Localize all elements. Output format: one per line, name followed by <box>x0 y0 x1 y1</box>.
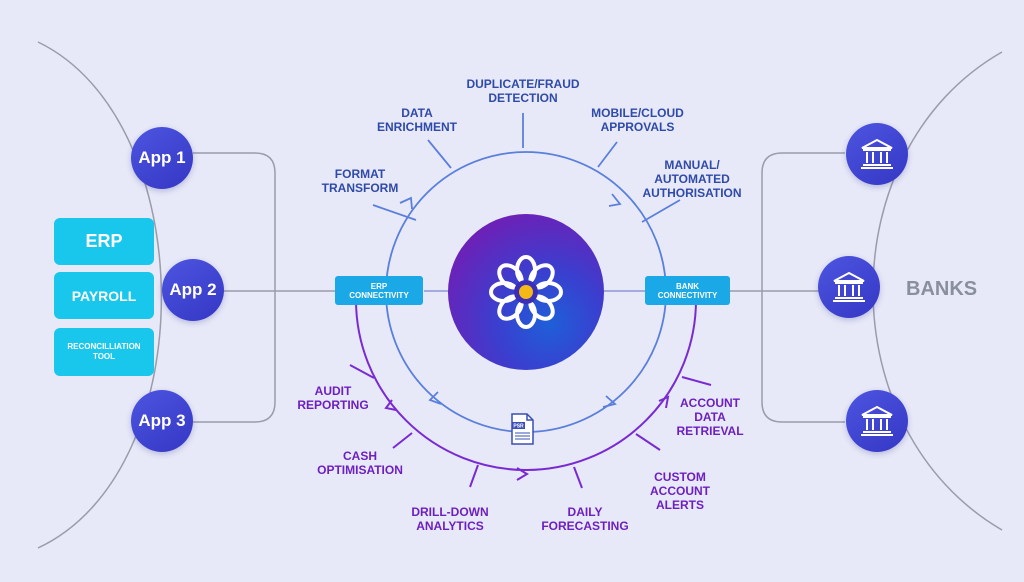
bank-connectivity-label: BANK CONNECTIVITY <box>657 281 718 300</box>
document-icon: PSR <box>510 413 534 445</box>
step-format-transform: FORMAT TRANSFORM <box>321 167 399 195</box>
flower-logo-icon <box>489 255 563 329</box>
document-icon-label: PSR <box>513 424 524 430</box>
central-hub <box>448 214 604 370</box>
erp-label: ERP <box>85 231 123 251</box>
bank-3-circle[interactable] <box>846 390 908 452</box>
reconciliation-tool-label: RECONCILLIATION TOOL <box>67 342 141 361</box>
app-3-circle[interactable]: App 3 <box>131 390 193 452</box>
step-audit-reporting: AUDIT REPORTING <box>297 384 369 412</box>
bank-connectivity-box[interactable]: BANK CONNECTIVITY <box>645 276 730 305</box>
erp-box[interactable]: ERP <box>54 218 154 265</box>
erp-connectivity-label: ERP CONNECTIVITY <box>349 281 409 300</box>
step-data-enrichment: DATA ENRICHMENT <box>377 106 457 134</box>
step-manual-automated-authorisation: MANUAL/ AUTOMATED AUTHORISATION <box>642 158 742 200</box>
step-account-data-retrieval: ACCOUNT DATA RETRIEVAL <box>676 396 744 438</box>
payroll-label: PAYROLL <box>71 287 137 304</box>
step-daily-forecasting: DAILY FORECASTING <box>541 505 629 533</box>
erp-connectivity-box[interactable]: ERP CONNECTIVITY <box>335 276 423 305</box>
bank-building-icon <box>861 405 893 436</box>
app-2-label: App 2 <box>169 280 217 299</box>
bank-1-circle[interactable] <box>846 123 908 185</box>
banks-label: BANKS <box>906 278 978 300</box>
reconciliation-tool-box[interactable]: RECONCILLIATION TOOL <box>54 328 154 376</box>
step-cash-optimisation: CASH OPTIMISATION <box>317 449 403 477</box>
step-drill-down-analytics: DRILL-DOWN ANALYTICS <box>411 505 489 533</box>
app-2-circle[interactable]: App 2 <box>162 259 224 321</box>
app-1-circle[interactable]: App 1 <box>131 127 193 189</box>
bank-building-icon <box>833 271 865 302</box>
step-duplicate-fraud-detection: DUPLICATE/FRAUD DETECTION <box>466 77 580 105</box>
app-1-label: App 1 <box>138 148 186 167</box>
payroll-box[interactable]: PAYROLL <box>54 272 154 319</box>
step-mobile-cloud-approvals: MOBILE/CLOUD APPROVALS <box>591 106 684 134</box>
step-custom-account-alerts: CUSTOM ACCOUNT ALERTS <box>650 470 710 512</box>
app-3-label: App 3 <box>138 411 186 430</box>
bank-2-circle[interactable] <box>818 256 880 318</box>
bank-building-icon <box>861 138 893 169</box>
